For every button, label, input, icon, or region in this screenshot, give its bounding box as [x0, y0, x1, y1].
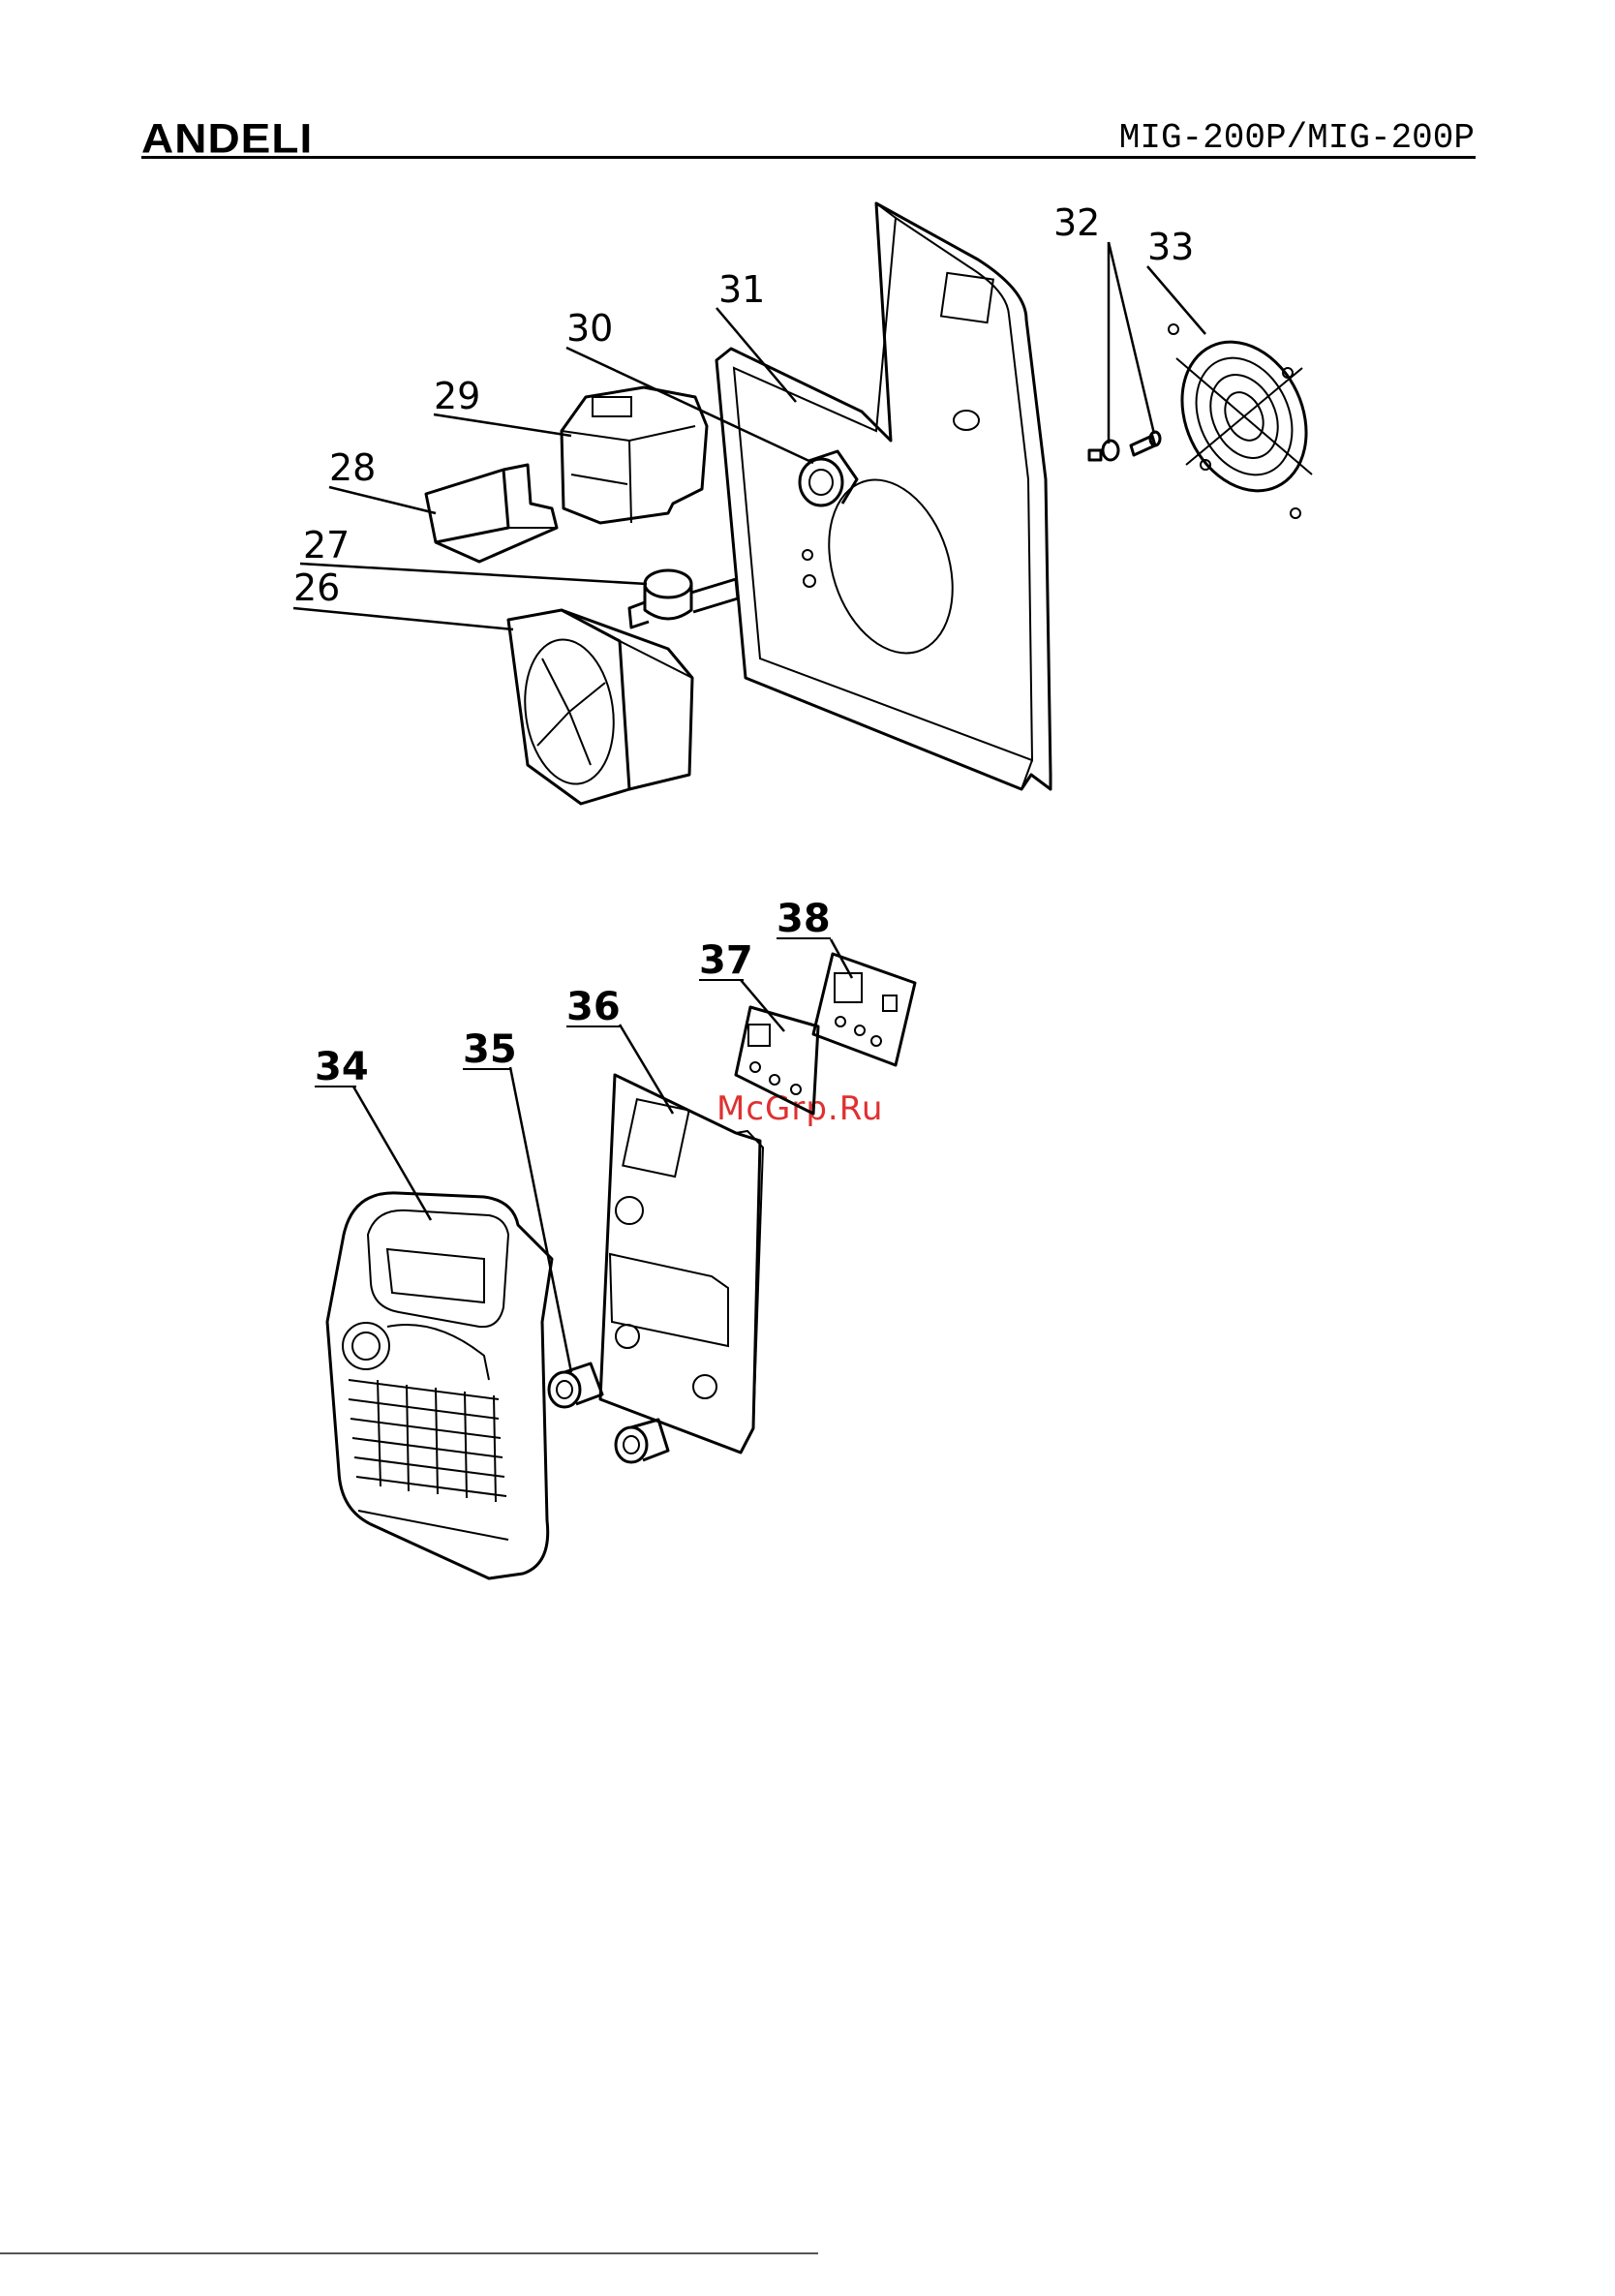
part-33-fan-guard	[1159, 321, 1329, 518]
part-31-rear-panel	[716, 203, 1051, 789]
part-34-front-panel	[327, 1193, 552, 1578]
part-38-pcb	[813, 954, 915, 1065]
callout-37: 37	[699, 938, 753, 983]
callout-28: 28	[329, 446, 376, 489]
callout-30: 30	[566, 307, 613, 350]
part-27-solenoid-valve	[629, 570, 738, 628]
front-panel-vent-grille	[349, 1380, 506, 1502]
callout-32: 32	[1053, 201, 1100, 244]
callout-38: 38	[777, 897, 831, 941]
callout-26: 26	[293, 566, 340, 609]
part-28-bracket	[426, 465, 557, 562]
part-32-screws	[1089, 432, 1160, 460]
part-35-terminal-sockets	[549, 1363, 668, 1462]
callout-27: 27	[303, 524, 350, 566]
callout-33: 33	[1147, 226, 1194, 268]
callout-36: 36	[566, 985, 621, 1029]
part-26-cooling-fan	[508, 610, 692, 804]
part-36-inner-front-plate	[600, 1075, 763, 1453]
callout-35: 35	[463, 1027, 517, 1072]
part-29-switch-unit	[562, 387, 707, 523]
callout-34: 34	[315, 1045, 369, 1089]
callout-31: 31	[718, 268, 765, 311]
callout-29: 29	[434, 375, 480, 417]
